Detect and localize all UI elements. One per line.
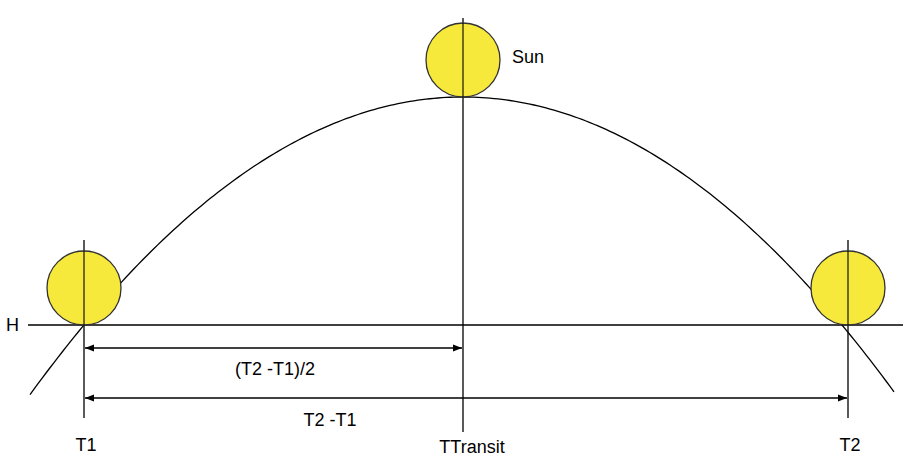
dimension-arrow	[85, 397, 847, 398]
sun-disc	[47, 251, 121, 325]
time-line	[83, 251, 84, 325]
sun-disc	[426, 23, 500, 97]
time-label: TTransit	[439, 438, 504, 458]
time-line	[83, 240, 84, 418]
time-line	[847, 240, 848, 418]
dimension-arrow	[85, 347, 462, 348]
sun-disc	[811, 251, 885, 325]
sun-label: Sun	[512, 48, 544, 68]
transit-line	[462, 23, 463, 97]
horizon-label: H	[6, 316, 19, 336]
horizon-line	[28, 324, 903, 325]
transit-line	[462, 18, 463, 432]
dimension-label: (T2 -T1)/2	[235, 360, 315, 380]
time-label: T2	[839, 436, 860, 456]
sun-path-arc	[30, 97, 894, 395]
time-line	[847, 251, 848, 325]
dimension-label: T2 -T1	[303, 411, 356, 431]
time-label: T1	[75, 436, 96, 456]
